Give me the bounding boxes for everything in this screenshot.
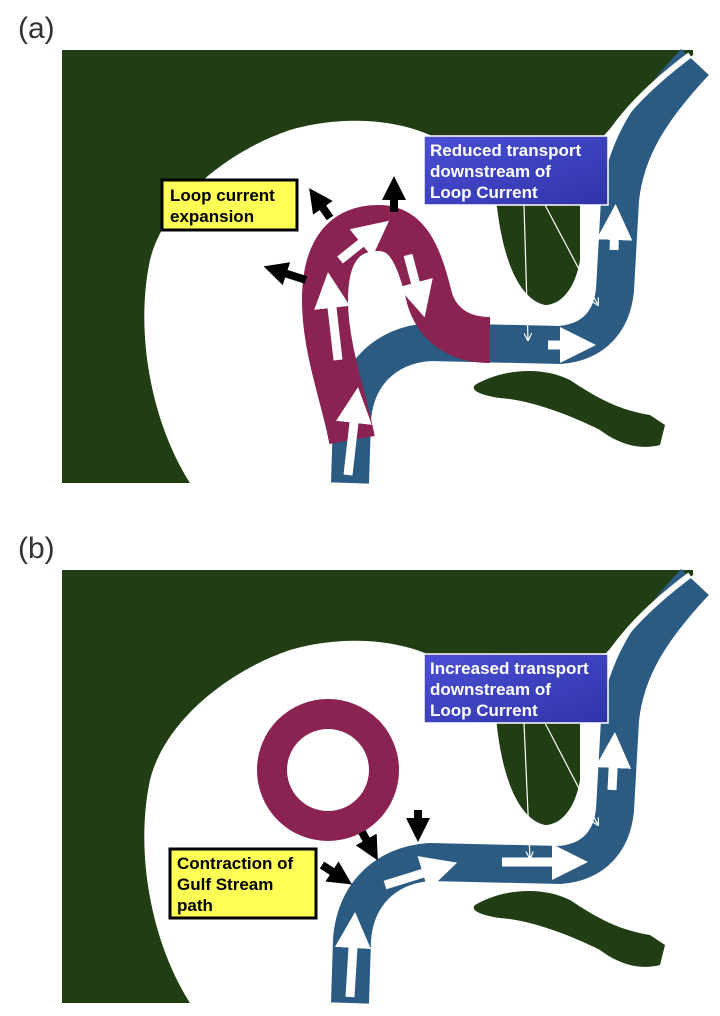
transport-label-box: Increased transport downstream of Loop C… (423, 653, 609, 724)
svg-text:Reduced transport: Reduced transport (430, 141, 581, 160)
white-flow-arrows (334, 732, 632, 998)
contraction-arrows (319, 810, 430, 885)
svg-text:downstream of: downstream of (430, 680, 551, 699)
svg-text:expansion: expansion (170, 207, 254, 226)
expansion-label-box: Loop current expansion (160, 178, 299, 232)
panel-b-label: (b) (18, 532, 55, 565)
svg-text:downstream of: downstream of (430, 162, 551, 181)
panel-a: (a) Loop current expansion Reduced t (18, 12, 700, 483)
expansion-arrows (263, 176, 406, 286)
svg-text:Loop Current: Loop Current (430, 183, 538, 202)
panel-b: (b) Contraction of Gulf Stream (18, 532, 700, 1003)
white-flow-arrows (314, 204, 633, 476)
panel-a-label: (a) (18, 12, 55, 45)
detached-eddy-ring (257, 699, 399, 841)
svg-text:Increased transport: Increased transport (430, 659, 589, 678)
map-base (62, 50, 700, 483)
svg-text:Loop Current: Loop Current (430, 701, 538, 720)
svg-text:Gulf Stream: Gulf Stream (177, 875, 273, 894)
svg-text:path: path (177, 896, 213, 915)
contraction-label-box: Contraction of Gulf Stream path (168, 847, 318, 920)
transport-label-box: Reduced transport downstream of Loop Cur… (423, 135, 609, 206)
svg-text:Contraction of: Contraction of (177, 854, 293, 873)
pointer-lines (523, 204, 598, 340)
svg-text:Loop current: Loop current (170, 186, 275, 205)
pointer-lines (523, 722, 598, 858)
